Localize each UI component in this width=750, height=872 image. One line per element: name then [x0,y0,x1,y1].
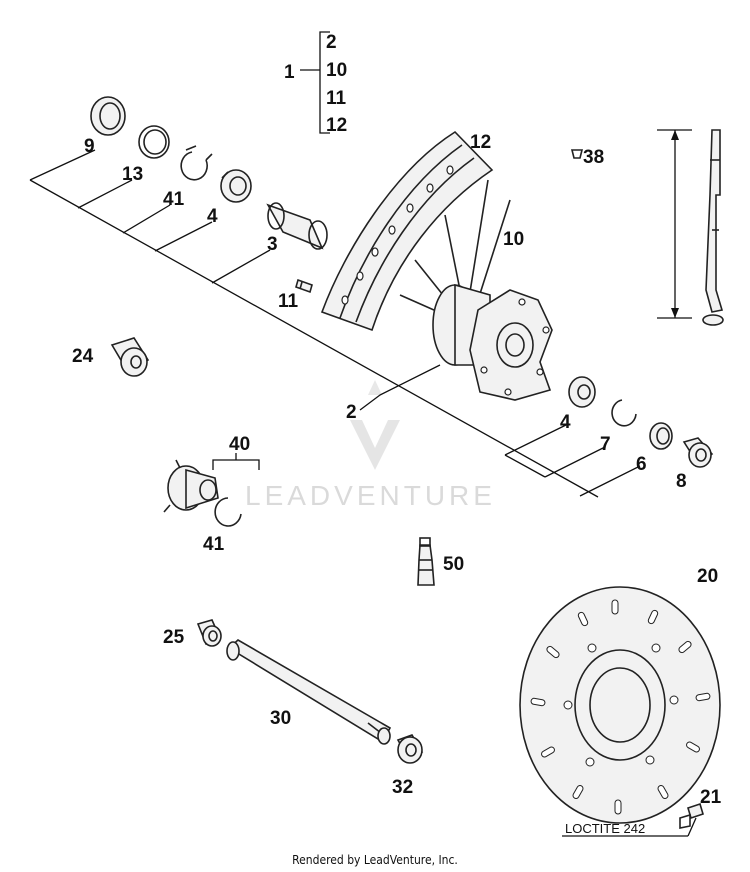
grease-tube-part-50: 50 [417,537,464,586]
leadventure-watermark: LEADVENTURE [245,380,496,511]
speedometer-drive-part-40: 40 [163,434,260,513]
callout-1-sub-10: 10 [326,60,347,81]
callout-3: 3 [267,234,278,255]
disc-bolt-part-21: 21 LOCTITE 242 [562,787,722,837]
callout-2: 2 [346,402,357,423]
callout-1: 1 [284,62,295,83]
callout-50: 50 [443,554,464,575]
wheel-hub-part-2: 2 [346,283,553,423]
callout-1-sub-11: 11 [326,88,347,109]
callout-10: 10 [503,229,524,250]
callout-40: 40 [229,434,250,455]
footer-credit: Rendered by LeadVenture, Inc. [292,853,458,867]
callout-9: 9 [84,136,95,157]
axle-part-30: 30 [226,639,392,745]
callout-20: 20 [697,566,718,587]
callout-group-1: 1 2 10 11 12 [284,31,347,136]
watermark-text: LEADVENTURE [245,480,496,511]
wheel-rim-part-12: 12 [320,130,494,332]
callout-4-lower: 4 [560,412,571,433]
callout-25: 25 [163,627,185,648]
callout-4-upper: 4 [207,206,218,227]
seal-ring-part-9: 9 [84,96,126,157]
clip-part-38: 38 [570,147,604,168]
callout-13: 13 [122,164,143,185]
callout-41-upper: 41 [163,189,185,210]
spoke-detail-length [657,129,724,326]
callout-7: 7 [600,434,611,455]
end-nut-part-32: 32 [392,734,424,798]
axis-leader-lines-left [29,149,641,498]
callout-11: 11 [278,291,299,312]
callout-38: 38 [583,147,604,168]
spoke-nipple-part-11: 11 [278,278,313,312]
callout-41-lower: 41 [203,534,225,555]
circlip-part-7: 7 [600,399,637,455]
o-ring-part-13: 13 [122,125,170,185]
seal-part-6: 6 [636,422,673,475]
callout-6: 6 [636,454,647,475]
loctite-note: LOCTITE 242 [565,821,645,836]
callout-21: 21 [700,787,722,808]
circlip-part-41-upper: 41 [163,145,213,210]
spacer-part-8: 8 [676,437,714,492]
bearing-part-4-upper: 4 [207,169,252,227]
callout-30: 30 [270,708,291,729]
callout-1-sub-2: 2 [326,32,337,53]
callout-32: 32 [392,777,413,798]
callout-12: 12 [470,132,491,153]
spacer-tube-part-3: 3 [266,202,328,255]
axle-nut-part-25: 25 [163,619,222,648]
collar-part-24: 24 [72,337,150,377]
callout-8: 8 [676,471,687,492]
callout-24: 24 [72,346,94,367]
brake-disc-part-20: 20 [519,566,721,824]
bearing-part-4-lower: 4 [560,376,596,433]
callout-1-sub-12: 12 [326,115,347,136]
circlip-part-41-lower: 41 [203,497,242,555]
